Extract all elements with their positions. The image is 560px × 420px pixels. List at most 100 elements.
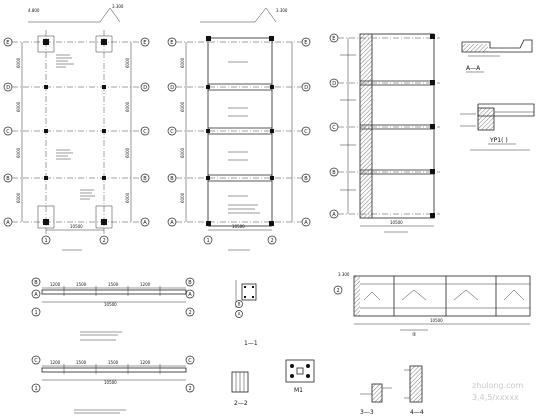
svg-text:D: D — [143, 85, 147, 91]
plan2-axis-bubbles-left: E D C B A — [167, 37, 177, 227]
svg-text:6000: 6000 — [16, 192, 21, 203]
svg-text:1200: 1200 — [50, 282, 61, 287]
plan1-top-elev2: 3.300 — [112, 4, 124, 9]
svg-text:C: C — [332, 125, 336, 131]
section-33-label: 3—3 — [360, 409, 374, 416]
detail-section-44: 4—4 — [404, 365, 424, 416]
plan1-axis-bubbles-right: E D C B A — [140, 37, 150, 227]
svg-text:B: B — [6, 176, 10, 182]
svg-text:1: 1 — [207, 238, 210, 244]
svg-text:1200: 1200 — [140, 282, 151, 287]
svg-text:B: B — [188, 280, 192, 286]
svg-text:C: C — [143, 129, 147, 135]
svg-text:A: A — [332, 212, 336, 218]
svg-text:B: B — [143, 176, 147, 182]
svg-text:E: E — [304, 40, 307, 46]
svg-text:A: A — [170, 220, 174, 226]
plan1-top-elev: 4.800 — [28, 8, 40, 13]
svg-text:B: B — [304, 176, 308, 182]
svg-text:10500: 10500 — [390, 220, 403, 225]
section-44-label: 4—4 — [410, 409, 424, 416]
svg-text:10500: 10500 — [232, 224, 245, 229]
svg-text:A: A — [34, 292, 38, 298]
detail-section-11: B A 1—1 — [235, 280, 258, 347]
elevation-bc: C C 1200 1500 1500 1200 10500 1 2 — [31, 355, 195, 414]
elevation-a: B A B A 1200 1500 1500 1200 10500 1 2 — [31, 277, 195, 341]
detail-section-yp: YP1( ) — [460, 103, 535, 151]
svg-text:6000: 6000 — [180, 57, 185, 68]
svg-text:6000: 6000 — [16, 147, 21, 158]
svg-text:6000: 6000 — [180, 101, 185, 112]
svg-text:6000: 6000 — [16, 101, 21, 112]
svg-text:A: A — [6, 220, 10, 226]
plan1-axis-bubbles-left: E D C B A — [3, 37, 13, 227]
svg-text:B: B — [34, 280, 38, 286]
svg-text:2: 2 — [189, 386, 192, 392]
svg-text:6000: 6000 — [180, 192, 185, 203]
section-aa-label: A—A — [466, 65, 481, 72]
section-11-label: 1—1 — [244, 340, 258, 347]
svg-text:6000: 6000 — [125, 192, 130, 203]
svg-text:3,4,5/xxxxx: 3,4,5/xxxxx — [472, 393, 519, 402]
svg-text:C: C — [304, 129, 308, 135]
watermark: zhulong.com 3,4,5/xxxxx — [472, 381, 523, 402]
svg-text:C: C — [6, 129, 10, 135]
svg-text:6000: 6000 — [180, 147, 185, 158]
svg-text:10500: 10500 — [104, 302, 117, 307]
svg-text:1: 1 — [35, 386, 38, 392]
elevation2-rebar — [360, 283, 530, 309]
svg-text:E: E — [170, 40, 173, 46]
svg-text:D: D — [332, 81, 336, 87]
svg-text:E: E — [6, 40, 9, 46]
svg-text:2: 2 — [189, 310, 192, 316]
svg-text:1500: 1500 — [108, 360, 119, 365]
plan2-axis-bubbles-right: E D C B A — [301, 37, 311, 227]
section-yp-label: YP1( ) — [489, 137, 508, 144]
svg-text:2: 2 — [103, 238, 106, 244]
svg-text:1500: 1500 — [76, 360, 87, 365]
plan1-span: 10500 — [70, 224, 83, 229]
elevation2-mark: ② — [412, 332, 417, 338]
svg-text:1: 1 — [35, 310, 38, 316]
m1-label: M1 — [294, 387, 303, 394]
svg-text:C: C — [188, 358, 192, 364]
svg-text:1500: 1500 — [108, 282, 119, 287]
plan1-annotations — [56, 54, 95, 200]
section-22-label: 2—2 — [234, 400, 248, 407]
svg-text:B: B — [238, 302, 241, 307]
svg-text:zhulong.com: zhulong.com — [472, 381, 523, 390]
plan2-rebar-marks — [228, 61, 260, 214]
svg-text:A: A — [143, 220, 147, 226]
roof-profile — [28, 7, 121, 23]
svg-text:A: A — [238, 312, 241, 317]
svg-text:2: 2 — [337, 288, 340, 294]
svg-text:6000: 6000 — [125, 101, 130, 112]
svg-text:3.300: 3.300 — [276, 8, 288, 13]
svg-text:D: D — [170, 85, 174, 91]
plan-framing: E D C B A 10500 — [329, 33, 440, 233]
svg-text:E: E — [332, 36, 335, 42]
svg-text:6000: 6000 — [125, 57, 130, 68]
svg-text:A: A — [304, 220, 308, 226]
svg-text:D: D — [304, 85, 308, 91]
svg-text:1: 1 — [45, 238, 48, 244]
svg-text:10500: 10500 — [104, 380, 117, 385]
svg-text:B: B — [170, 176, 174, 182]
plan-roof: 3.300 E D C B A E D C B A — [167, 7, 311, 251]
svg-text:10500: 10500 — [430, 318, 443, 323]
svg-text:C: C — [170, 129, 174, 135]
detail-m1: M1 — [285, 359, 315, 394]
svg-text:C: C — [34, 358, 38, 364]
detail-section-33: 3—3 — [360, 383, 392, 416]
svg-text:6000: 6000 — [125, 147, 130, 158]
svg-text:E: E — [143, 40, 146, 46]
plan3-axis-bubbles: E D C B A — [329, 33, 339, 219]
svg-text:1200: 1200 — [140, 360, 151, 365]
svg-text:6000: 6000 — [16, 57, 21, 68]
svg-text:2: 2 — [271, 238, 274, 244]
svg-text:D: D — [6, 85, 10, 91]
svg-text:A: A — [188, 292, 192, 298]
detail-section-aa: A—A — [461, 39, 533, 73]
svg-text:3.300: 3.300 — [338, 272, 350, 277]
